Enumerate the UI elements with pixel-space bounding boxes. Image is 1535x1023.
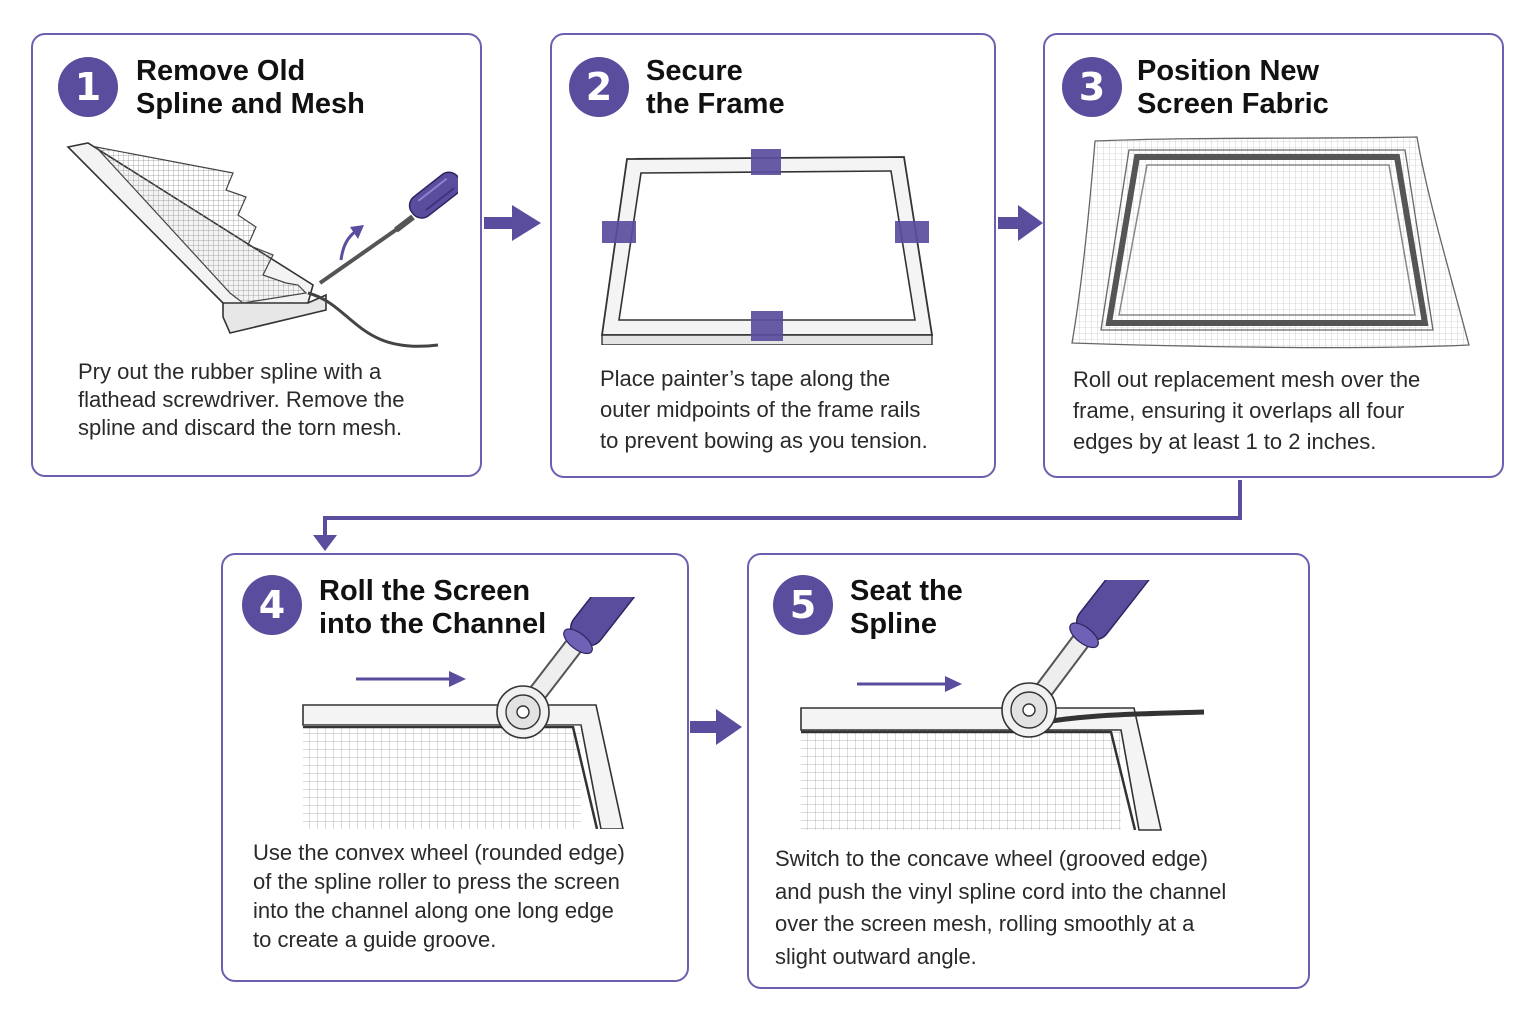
screwdriver-spline-removal-icon xyxy=(66,142,458,348)
step-2-card: 2 Secure the Frame Place painter’s tape … xyxy=(550,33,996,478)
arrow-4-to-5 xyxy=(690,709,742,745)
step-number-badge: 5 xyxy=(773,575,833,635)
concave-roller-spline-icon xyxy=(800,580,1205,831)
convex-roller-icon xyxy=(302,597,659,829)
step-title: Seat the Spline xyxy=(850,575,963,640)
step-description: Pry out the rubber spline with a flathea… xyxy=(78,359,405,440)
step-number-badge: 4 xyxy=(242,575,302,635)
step-number-badge: 1 xyxy=(58,57,118,117)
step-4-card: 4 Roll the Screen into the Channel xyxy=(221,553,689,982)
step-description: Switch to the concave wheel (grooved edg… xyxy=(775,846,1227,969)
step-title: Secure the Frame xyxy=(646,55,785,120)
step-1-card: 1 Remove Old Spline and Mesh Pry out the… xyxy=(31,33,482,477)
step-description: Place painter’s tape along the outer mid… xyxy=(600,366,928,453)
taped-frame-icon xyxy=(600,149,934,345)
arrow-2-to-3 xyxy=(998,205,1043,241)
step-number-badge: 2 xyxy=(569,57,629,117)
step-title: Remove Old Spline and Mesh xyxy=(136,55,365,120)
step-title: Roll the Screen into the Channel xyxy=(319,575,547,640)
step-number-badge: 3 xyxy=(1062,57,1122,117)
connector-3-to-4 xyxy=(313,480,1242,551)
step-description: Use the convex wheel (rounded edge) of t… xyxy=(253,840,625,952)
step-5-card: 5 Seat the Spline xyxy=(747,553,1310,989)
mesh-over-frame-icon xyxy=(1071,136,1470,349)
step-description: Roll out replacement mesh over the frame… xyxy=(1073,367,1421,454)
step-3-card: 3 Position New Screen Fabric Roll out re… xyxy=(1043,33,1504,478)
arrow-1-to-2 xyxy=(484,205,541,241)
step-title: Position New Screen Fabric xyxy=(1137,55,1329,120)
